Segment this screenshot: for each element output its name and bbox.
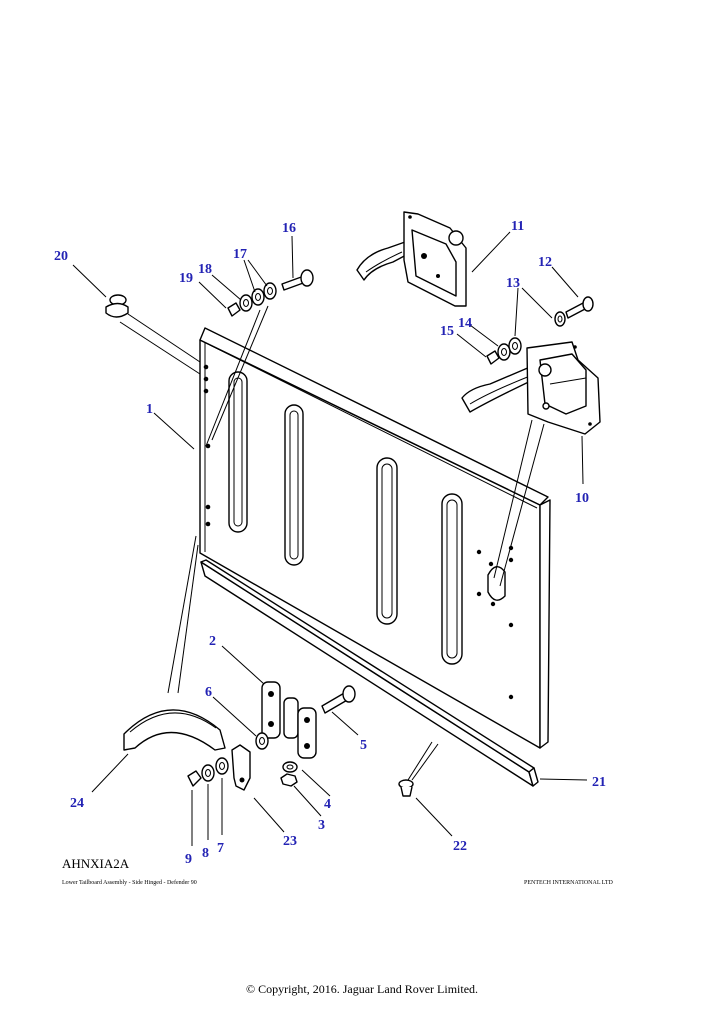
callout-24: 24 (70, 796, 84, 811)
bracket-23 (231, 744, 251, 791)
callout-13: 13 (506, 276, 520, 291)
callout-2: 2 (209, 634, 216, 649)
callout-5: 5 (360, 738, 367, 753)
callout-8: 8 (202, 846, 209, 861)
callout-21: 21 (592, 775, 606, 790)
callout-labels: 1 2 3 4 5 6 7 8 9 10 11 12 13 14 15 16 1… (54, 219, 606, 867)
diagram-caption: Lower Tailboard Assembly - Side Hinged -… (62, 880, 197, 886)
callout-11: 11 (511, 219, 524, 234)
callout-10: 10 (575, 491, 589, 506)
hinge (261, 681, 317, 759)
bottom-seal-strip (200, 559, 539, 787)
copyright-notice: © Copyright, 2016. Jaguar Land Rover Lim… (245, 982, 479, 996)
callout-20: 20 (54, 249, 68, 264)
callout-4: 4 (324, 797, 331, 812)
callout-19: 19 (179, 271, 193, 286)
callout-1: 1 (146, 402, 153, 417)
clip-22 (398, 779, 414, 797)
bolt-5 (321, 685, 356, 714)
leader-lines (72, 231, 588, 846)
callout-6: 6 (205, 685, 212, 700)
callout-3: 3 (318, 818, 325, 833)
cap-nut (105, 294, 129, 318)
callout-9: 9 (185, 852, 192, 867)
callout-7: 7 (217, 841, 224, 856)
washer-stack-7-8-9 (187, 757, 229, 787)
callout-18: 18 (198, 262, 212, 277)
callout-12: 12 (538, 255, 552, 270)
strap-24 (123, 709, 226, 751)
right-latch-assembly (461, 341, 601, 435)
callout-22: 22 (453, 839, 467, 854)
callout-23: 23 (283, 834, 297, 849)
callout-14: 14 (458, 316, 472, 331)
upper-latch (356, 211, 467, 307)
publisher-name: PENTECH INTERNATIONAL LTD (524, 880, 613, 886)
bolt-12-stack (486, 296, 594, 365)
diagram-reference-code: AHNXIA2A (62, 856, 130, 871)
nut-4-and-3 (280, 761, 298, 787)
callout-16: 16 (282, 221, 296, 236)
bolt-16-stack (227, 269, 314, 317)
washer-6 (255, 732, 269, 750)
callout-15: 15 (440, 324, 454, 339)
callout-17: 17 (233, 247, 247, 262)
tailboard-panel (199, 327, 551, 749)
